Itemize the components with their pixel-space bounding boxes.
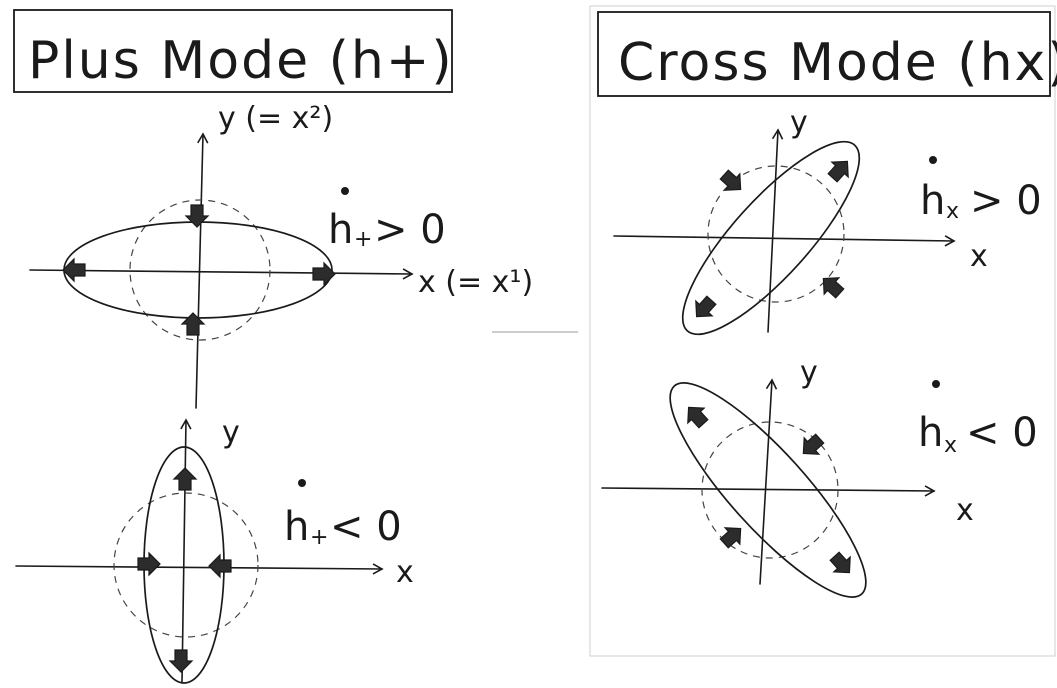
plus-upper-reference-circle — [129, 199, 271, 341]
cross-lower-x-label: x — [956, 493, 974, 528]
cross-lower-ellipse — [669, 382, 867, 598]
arrow-up-icon — [173, 467, 197, 491]
plus-lower-y-axis — [180, 418, 192, 683]
cross-mode-panel: Cross Mode (hx) y x h x > 0 — [589, 5, 1057, 657]
time-derivative-dot — [298, 479, 306, 487]
cross-positive-diagram: y x h x > 0 — [613, 105, 1042, 336]
arrow-down-icon — [169, 649, 193, 673]
arrow-right-icon — [137, 552, 161, 576]
cross-negative-op: < 0 — [966, 410, 1038, 456]
arrow-down-right-icon — [825, 548, 859, 581]
cross-upper-reference-circle — [707, 165, 845, 303]
cross-positive-h: h — [920, 178, 945, 224]
cross-positive-sub: x — [946, 199, 959, 224]
plus-lower-x-label: x — [396, 555, 414, 590]
time-derivative-dot — [929, 156, 937, 164]
cross-upper-y-axis — [767, 128, 784, 333]
plus-positive-sub: + — [354, 227, 372, 252]
time-derivative-dot — [341, 187, 349, 195]
plus-mode-panel: Plus Mode (h+) y (= x²) x (= x¹) h + > 0 — [13, 9, 578, 684]
plus-negative-diagram: y x h + < 0 — [15, 415, 414, 684]
plus-upper-y-label: y (= x²) — [218, 101, 333, 136]
plus-positive-h: h — [328, 207, 353, 253]
arrow-left-icon — [208, 554, 232, 578]
plus-lower-x-axis — [15, 563, 384, 575]
arrow-down-icon — [185, 204, 209, 228]
cross-lower-x-axis — [601, 485, 936, 497]
cross-lower-y-axis — [759, 378, 778, 585]
plus-lower-reference-circle — [113, 492, 259, 638]
plus-title: Plus Mode (h+) — [28, 31, 454, 91]
plus-negative-op: < 0 — [330, 504, 402, 550]
plus-negative-h: h — [284, 504, 309, 550]
cross-panel-sheet — [589, 5, 1056, 657]
cross-upper-y-label: y — [790, 105, 808, 140]
plus-upper-x-axis — [29, 268, 414, 280]
cross-negative-diagram: y x h x < 0 — [601, 355, 1038, 598]
cross-upper-x-axis — [613, 235, 956, 247]
arrow-up-right-icon — [823, 153, 857, 186]
plus-lower-y-label: y — [222, 415, 240, 450]
cross-negative-sub: x — [944, 433, 957, 458]
time-derivative-dot — [932, 380, 940, 388]
cross-lower-y-label: y — [800, 355, 818, 390]
cross-upper-x-label: x — [970, 239, 988, 274]
plus-upper-x-label: x (= x¹) — [418, 265, 533, 300]
arrow-down-right-icon — [716, 165, 749, 199]
plus-title-box — [13, 9, 453, 93]
arrow-up-left-icon — [679, 399, 713, 432]
arrow-down-left-icon — [687, 292, 721, 325]
plus-positive-op: > 0 — [374, 207, 446, 253]
plus-negative-sub: + — [310, 525, 328, 550]
cross-title: Cross Mode (hx) — [618, 33, 1057, 93]
cross-title-box — [597, 11, 1051, 97]
arrow-up-icon — [181, 312, 205, 336]
cross-negative-h: h — [918, 410, 943, 456]
plus-positive-diagram: y (= x²) x (= x¹) h + > 0 — [29, 101, 533, 409]
cross-upper-ellipse — [681, 140, 861, 336]
cross-positive-op: > 0 — [970, 178, 1042, 224]
cross-lower-reference-circle — [701, 421, 839, 559]
